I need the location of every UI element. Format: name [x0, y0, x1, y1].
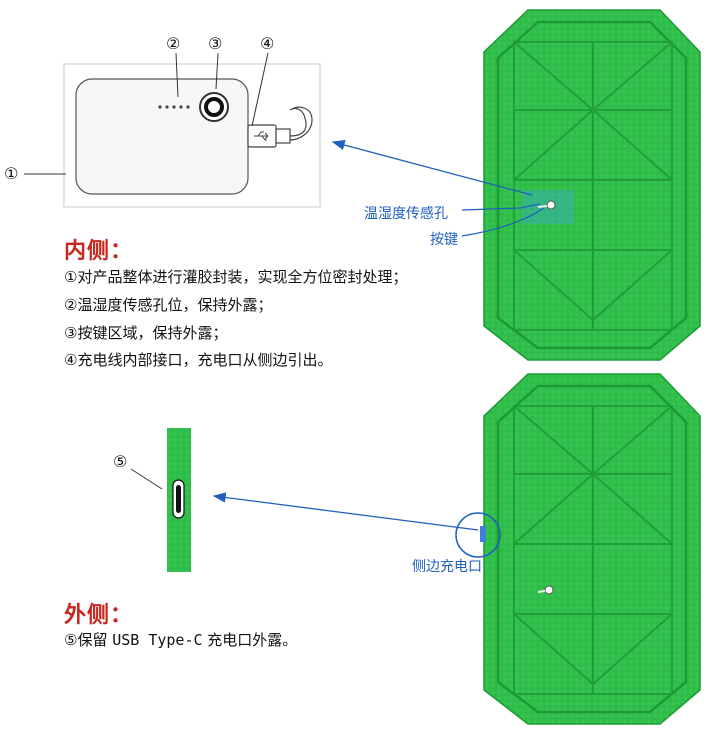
usb-cable-icon [247, 106, 313, 148]
leader-line-4 [251, 52, 269, 127]
device-frame [63, 63, 321, 208]
marker-3: ③ [208, 34, 223, 53]
side-port-marker [480, 526, 486, 542]
enclosure-bottom-button-icon [537, 585, 554, 595]
green-enclosure-top [483, 9, 701, 361]
sensor-hole-dots-icon [158, 105, 190, 109]
inner-line-2: ②温湿度传感孔位，保持外露； [64, 296, 273, 314]
outer-heading: 外侧： [64, 603, 134, 628]
inner-line-4: ④充电线内部接口，充电口从侧边引出。 [64, 351, 333, 369]
marker-5: ⑤ [113, 452, 128, 471]
inner-line-1: ①对产品整体进行灌胶封装，实现全方位密封处理； [64, 268, 408, 286]
green-enclosure-bottom [455, 373, 701, 725]
callout-button: 按键 [430, 232, 458, 248]
outer-line-usb: USB Type-C [112, 631, 203, 649]
callout-side-port: 侧边充电口 [412, 559, 482, 575]
outer-line-prefix: ⑤保留 [64, 631, 113, 649]
marker-2: ② [166, 34, 181, 53]
callout-arrows [212, 139, 545, 531]
leader-line-5 [130, 468, 163, 490]
marker-1: ① [4, 164, 19, 183]
side-view-strip [130, 428, 191, 572]
callout-sensor-hole: 温湿度传感孔 [364, 206, 448, 222]
marker-4: ④ [260, 34, 275, 53]
inner-line-3: ③按键区域，保持外露； [64, 324, 228, 342]
device-button-icon [199, 92, 229, 122]
inner-heading: 内侧： [64, 239, 134, 264]
outer-line: ⑤保留 USB Type-C 充电口外露。 [64, 629, 297, 650]
leader-line-2 [175, 52, 179, 98]
outer-line-suffix: 充电口外露。 [202, 631, 298, 649]
side-port-highlight-circle [455, 512, 501, 558]
leader-line-3 [215, 52, 219, 90]
device-illustration [24, 52, 321, 208]
enclosure-button-icon [537, 200, 556, 210]
